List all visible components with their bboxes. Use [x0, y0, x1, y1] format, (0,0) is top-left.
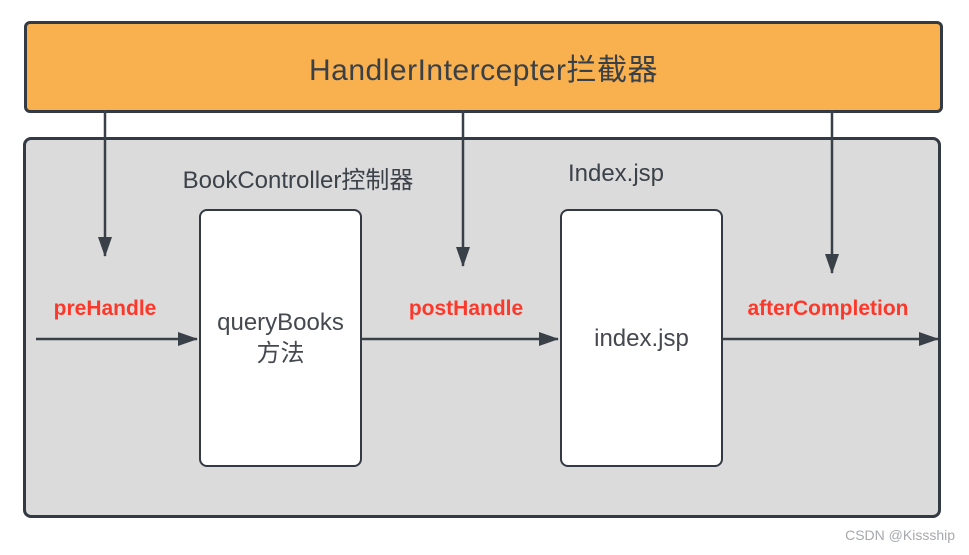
banner-title: HandlerIntercepter拦截器: [309, 54, 658, 87]
controller-zone-label: BookController控制器: [182, 167, 414, 194]
posthandle-label: postHandle: [408, 297, 524, 320]
aftercompletion-label: afterCompletion: [747, 297, 909, 320]
execution-flow-panel: [23, 137, 941, 518]
querybooks-method-box-line1: queryBooks: [217, 309, 344, 336]
indexjsp-view-box-line1: index.jsp: [594, 324, 689, 352]
prehandle-label: preHandle: [53, 297, 157, 320]
view-zone-label: Index.jsp: [567, 160, 665, 187]
querybooks-method-box: queryBooks 方法: [199, 209, 362, 467]
indexjsp-view-box: index.jsp: [560, 209, 723, 467]
handler-interceptor-banner: HandlerIntercepter拦截器: [24, 21, 943, 113]
watermark-text: CSDN @Kissship: [845, 527, 955, 543]
querybooks-method-box-line2: 方法: [256, 340, 305, 367]
